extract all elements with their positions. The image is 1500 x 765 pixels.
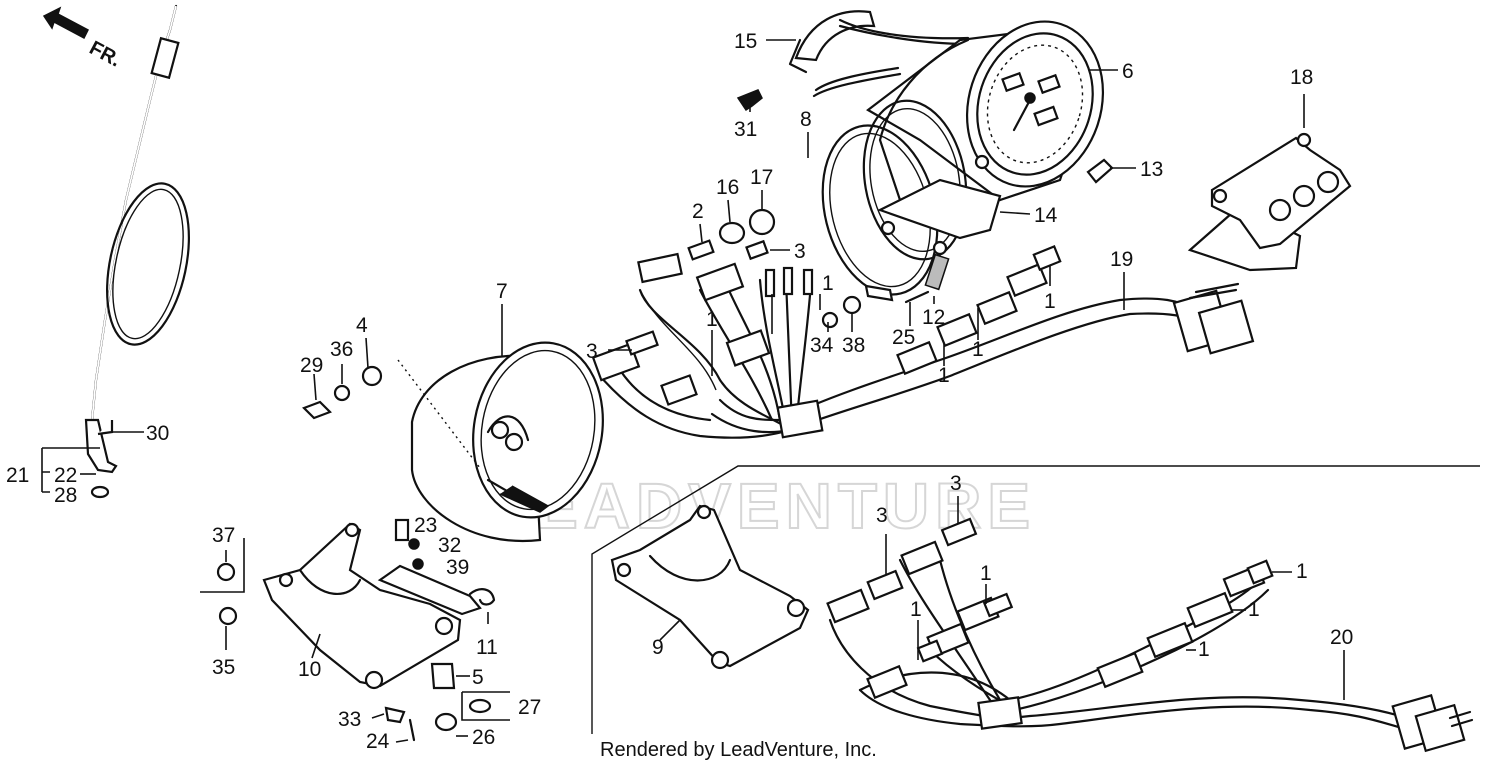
callout-31: 31 bbox=[734, 118, 757, 141]
callout-9: 9 bbox=[652, 636, 664, 659]
callout-24: 24 bbox=[366, 730, 390, 753]
callout-11: 11 bbox=[476, 636, 498, 659]
callout-20: 20 bbox=[1330, 626, 1353, 649]
callout-1-b: 1 bbox=[822, 272, 834, 295]
callout-3-lower-a: 3 bbox=[876, 504, 888, 527]
callout-13: 13 bbox=[1140, 158, 1163, 181]
lower-bracket bbox=[610, 504, 810, 670]
mounting-screw bbox=[1086, 158, 1114, 184]
speedometer bbox=[866, 20, 1105, 202]
callout-25: 25 bbox=[892, 326, 915, 349]
callout-1-c: 1 bbox=[1044, 290, 1056, 313]
callout-17: 17 bbox=[750, 166, 773, 189]
front-label: FR. bbox=[86, 37, 125, 72]
callout-36: 36 bbox=[330, 338, 353, 361]
callout-8: 8 bbox=[800, 108, 812, 131]
wire-harness-upper bbox=[591, 239, 1255, 439]
callout-1-a: 1 bbox=[706, 308, 718, 331]
callout-7: 7 bbox=[496, 280, 508, 303]
speedometer-cable bbox=[84, 4, 190, 474]
callout-30: 30 bbox=[146, 422, 169, 445]
callout-38: 38 bbox=[842, 334, 865, 357]
callout-1-d: 1 bbox=[972, 338, 984, 361]
indicator-panel bbox=[1187, 132, 1352, 272]
meter-case bbox=[821, 99, 1002, 302]
callout-19: 19 bbox=[1110, 248, 1133, 271]
callout-23: 23 bbox=[414, 514, 437, 537]
callout-21: 21 bbox=[6, 464, 29, 487]
callout-4: 4 bbox=[356, 314, 368, 337]
credit-text: Rendered by LeadVenture, Inc. bbox=[600, 739, 877, 761]
callout-34: 34 bbox=[810, 334, 834, 357]
callout-28: 28 bbox=[54, 484, 77, 507]
callout-27: 27 bbox=[518, 696, 541, 719]
callout-labels: 15 6 31 8 13 14 18 16 17 2 3 19 1 1 1 1 … bbox=[6, 30, 1353, 753]
bulb-socket bbox=[924, 253, 950, 291]
callout-37: 37 bbox=[212, 524, 235, 547]
callout-39: 39 bbox=[446, 556, 469, 579]
callout-1-f: 1 bbox=[1296, 560, 1308, 583]
callout-1-h: 1 bbox=[1198, 638, 1210, 661]
meter-housing-cup bbox=[397, 341, 604, 543]
callout-5: 5 bbox=[472, 666, 484, 689]
callout-3-lower-b: 3 bbox=[950, 472, 962, 495]
front-direction-arrow: FR. bbox=[42, 6, 125, 72]
callout-35: 35 bbox=[212, 656, 235, 679]
wire-harness-lower bbox=[826, 517, 1474, 753]
callout-29: 29 bbox=[300, 354, 323, 377]
callout-32: 32 bbox=[438, 534, 461, 557]
callout-6: 6 bbox=[1122, 60, 1134, 83]
wire-grommet bbox=[794, 10, 876, 62]
leader-lines bbox=[41, 39, 1345, 743]
cap bbox=[748, 208, 776, 236]
callout-1-e: 1 bbox=[938, 364, 950, 387]
callout-3-upper: 3 bbox=[794, 240, 806, 263]
meter-bracket bbox=[216, 518, 496, 742]
callout-18: 18 bbox=[1290, 66, 1313, 89]
section-divider bbox=[591, 465, 1480, 734]
callout-26: 26 bbox=[472, 726, 495, 749]
callout-1-j: 1 bbox=[910, 598, 922, 621]
callout-33: 33 bbox=[338, 708, 361, 731]
callout-12: 12 bbox=[922, 306, 945, 329]
callout-16: 16 bbox=[716, 176, 739, 199]
callout-2: 2 bbox=[692, 200, 704, 223]
callout-1-i: 1 bbox=[980, 562, 992, 585]
callout-14: 14 bbox=[1034, 204, 1058, 227]
callout-3-mid: 3 bbox=[586, 340, 598, 363]
callout-22: 22 bbox=[54, 464, 77, 487]
grommet bbox=[718, 221, 746, 245]
callout-15: 15 bbox=[734, 30, 757, 53]
callout-10: 10 bbox=[298, 658, 321, 681]
callout-1-g: 1 bbox=[1248, 598, 1260, 621]
